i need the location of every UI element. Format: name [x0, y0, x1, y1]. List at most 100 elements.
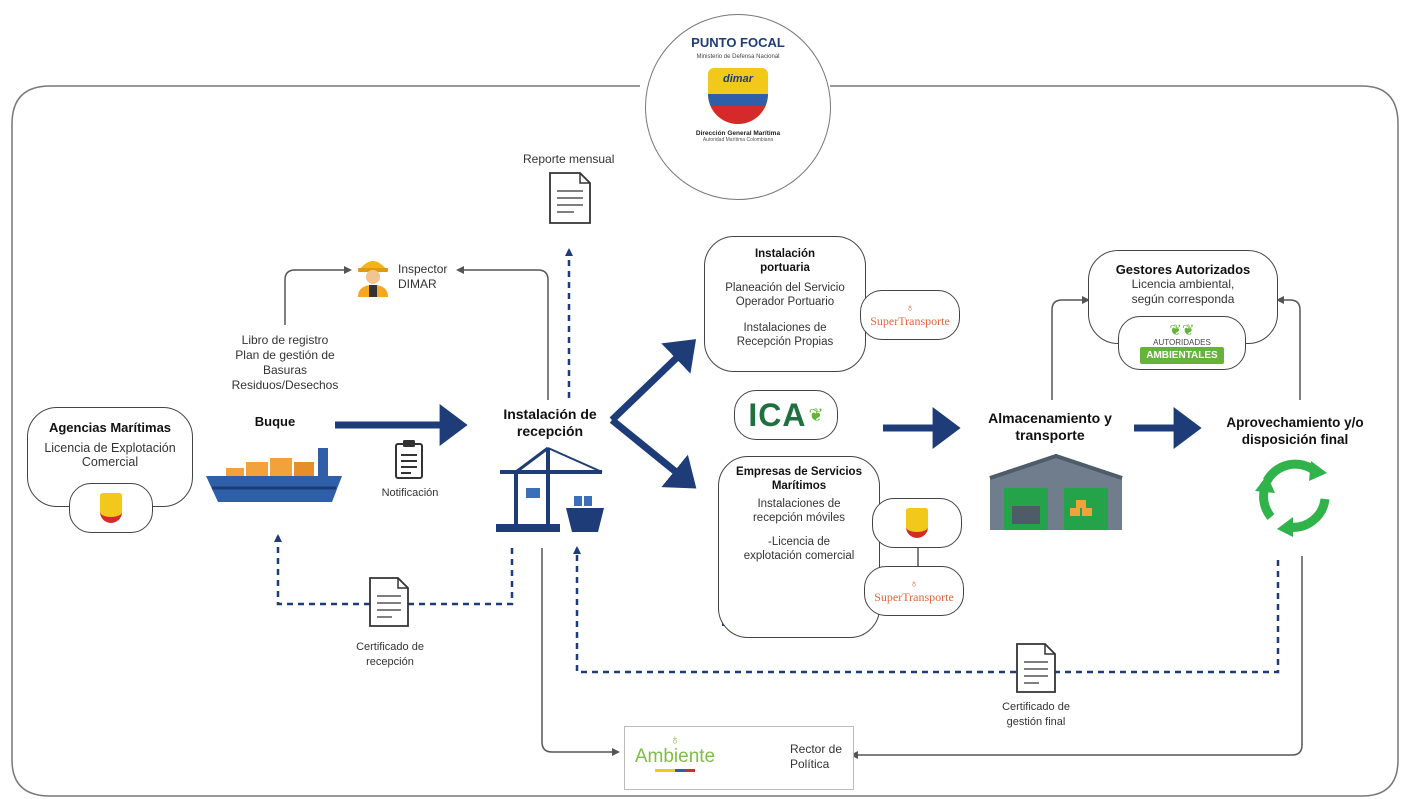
- portuaria-line-3: Instalaciones de: [743, 322, 827, 334]
- line-inspector-left: [284, 266, 352, 325]
- gestores-line-2: según corresponda: [1131, 292, 1235, 306]
- registro-line-4: Residuos/Desechos: [231, 378, 339, 392]
- empresas-line-4: explotación comercial: [743, 550, 855, 562]
- ica-leaf-icon: ❦: [808, 404, 824, 425]
- agencias-maritimas-text: Agencias Marítimas Licencia de Explotaci…: [27, 420, 193, 469]
- instalacion-recepcion-label: Instalación de recepción: [480, 406, 620, 440]
- agencias-maritimas-desc-2: Comercial: [81, 455, 139, 469]
- instalacion-line-1: Instalación de: [503, 406, 597, 422]
- ambiente-logo: ♁ Ambiente: [630, 732, 720, 772]
- portuaria-line-1: Planeación del Servicio: [725, 282, 845, 294]
- aprovechamiento-line-2: disposición final: [1241, 432, 1349, 447]
- registro-line-3: Basuras: [262, 363, 308, 377]
- supertransporte-logo-portuaria: ♁ SuperTransporte: [860, 290, 960, 340]
- punto-focal-subtitle: Ministerio de Defensa Nacional: [696, 54, 780, 60]
- supertransporte-shield-icon: ♁: [905, 301, 915, 314]
- empresas-line-2: recepción móviles: [752, 512, 846, 524]
- document-icon-reporte: [549, 172, 591, 224]
- gestores-line-1: Licencia ambiental,: [1131, 277, 1235, 291]
- arrow-to-empresas: [609, 417, 697, 489]
- empresas-title-1: Empresas de Servicios: [736, 466, 862, 478]
- autoridades-ambientales-logo: ❦❦ AUTORIDADES AMBIENTALES: [1118, 316, 1246, 370]
- line-rector-left: [541, 548, 620, 756]
- cert-recepcion-line-1: Certificado de: [356, 641, 424, 653]
- registro-line-1: Libro de registro: [241, 333, 329, 347]
- clipboard-icon: [395, 440, 423, 479]
- inspector-label: Inspector DIMAR: [398, 262, 468, 292]
- ship-icon: [206, 448, 342, 502]
- punto-focal-org-sub: Autoridad Marítima Colombiana: [702, 137, 774, 143]
- almacenamiento-label: Almacenamiento y transporte: [975, 410, 1125, 444]
- registro-text: Libro de registro Plan de gestión de Bas…: [210, 333, 360, 393]
- agencias-maritimas-title: Agencias Marítimas: [48, 420, 172, 435]
- line-gestores-left: [1051, 296, 1090, 400]
- instalacion-line-2: recepción: [516, 423, 584, 439]
- flag-stripe: [655, 769, 695, 772]
- dimar-logo-text: dimar: [723, 73, 753, 85]
- inspector-worker-icon: [358, 261, 388, 297]
- supertransporte-text-2: SuperTransporte: [874, 589, 954, 604]
- outer-frame: [11, 85, 1399, 797]
- empresas-title-2: Marítimos: [771, 480, 827, 492]
- ica-logo: ICA ❦: [734, 390, 838, 440]
- mini-shield-icon-empresas: [906, 508, 928, 538]
- supertransporte-shield-icon-2: ♁: [909, 577, 919, 590]
- portuaria-title-1: Instalación: [754, 248, 816, 260]
- buque-label: Buque: [254, 414, 296, 429]
- gestores-title: Gestores Autorizados: [1115, 262, 1251, 277]
- empresas-line-3: -Licencia de: [767, 536, 830, 548]
- aprovechamiento-label: Aprovechamiento y/o disposición final: [1210, 414, 1380, 448]
- instalacion-portuaria-box: [704, 236, 866, 372]
- autoridades-line-1: AUTORIDADES: [1153, 337, 1211, 347]
- punto-focal-title: PUNTO FOCAL: [691, 35, 785, 50]
- aprovechamiento-line-1: Aprovechamiento y/o: [1226, 415, 1364, 430]
- ambiente-emblem-icon: ♁: [669, 731, 681, 747]
- dashed-cert-gestion: [573, 546, 1280, 674]
- registro-line-2: Plan de gestión de: [235, 348, 335, 362]
- inspector-line-2: DIMAR: [398, 277, 437, 291]
- warehouse-icon: [989, 453, 1123, 530]
- empresas-dimar-logo: [872, 498, 962, 548]
- inspector-line-1: Inspector: [398, 262, 448, 276]
- autoridades-line-2: AMBIENTALES: [1140, 346, 1224, 364]
- supertransporte-logo-empresas: ♁ SuperTransporte: [864, 566, 964, 616]
- empresas-line-1: Instalaciones de: [757, 498, 841, 510]
- document-icon-cert-gestion: [1016, 643, 1056, 693]
- dashed-cert-recepcion: [274, 534, 514, 606]
- instalacion-portuaria-text: Instalación portuaria Planeación del Ser…: [704, 247, 866, 349]
- line-inspector-right: [456, 266, 549, 400]
- ica-text: ICA: [748, 396, 807, 433]
- supertransporte-text: SuperTransporte: [870, 313, 950, 328]
- portuaria-title-2: portuaria: [760, 262, 810, 274]
- port-crane-icon: [496, 446, 604, 532]
- rector-label: Rector de Política: [790, 742, 850, 772]
- ambiente-rector-box: [624, 726, 854, 790]
- ambiente-text: Ambiente: [634, 746, 716, 767]
- empresas-servicios-text: Empresas de Servicios Marítimos Instalac…: [718, 465, 880, 563]
- empresas-servicios-box: [718, 456, 880, 638]
- cert-gestion-line-1: Certificado de: [1002, 701, 1070, 713]
- leaves-icon: ❦❦: [1169, 321, 1195, 339]
- punto-focal-seal: PUNTO FOCAL Ministerio de Defensa Nacion…: [645, 14, 831, 200]
- gestores-autorizados-text: Gestores Autorizados Licencia ambiental,…: [1088, 262, 1278, 307]
- cert-gestion-line-2: gestión final: [1006, 716, 1066, 728]
- portuaria-line-2: Operador Portuario: [735, 296, 835, 308]
- cert-recepcion-label: Certificado de recepción: [340, 640, 440, 670]
- agencias-dimar-logo: [69, 483, 153, 533]
- rector-line-1: Rector de: [790, 742, 843, 756]
- agencias-maritimas-desc-1: Licencia de Explotación: [44, 441, 176, 455]
- notificacion-label: Notificación: [381, 487, 439, 499]
- almacenamiento-line-2: transporte: [1015, 427, 1085, 443]
- mini-shield-icon: [100, 493, 122, 523]
- recycle-icon: [1255, 459, 1330, 537]
- cert-recepcion-line-2: recepción: [366, 656, 414, 668]
- punto-focal-org: Dirección General Marítima: [695, 130, 781, 137]
- line-gestores-right: [1276, 296, 1301, 400]
- dimar-shield-logo: dimar: [708, 68, 768, 124]
- reporte-mensual-label: Reporte mensual: [523, 152, 615, 166]
- portuaria-line-4: Recepción Propias: [736, 336, 834, 348]
- rector-line-2: Política: [790, 757, 830, 771]
- cert-gestion-label: Certificado de gestión final: [986, 700, 1086, 730]
- arrow-to-portuaria: [609, 339, 697, 423]
- line-rector-right: [850, 556, 1303, 759]
